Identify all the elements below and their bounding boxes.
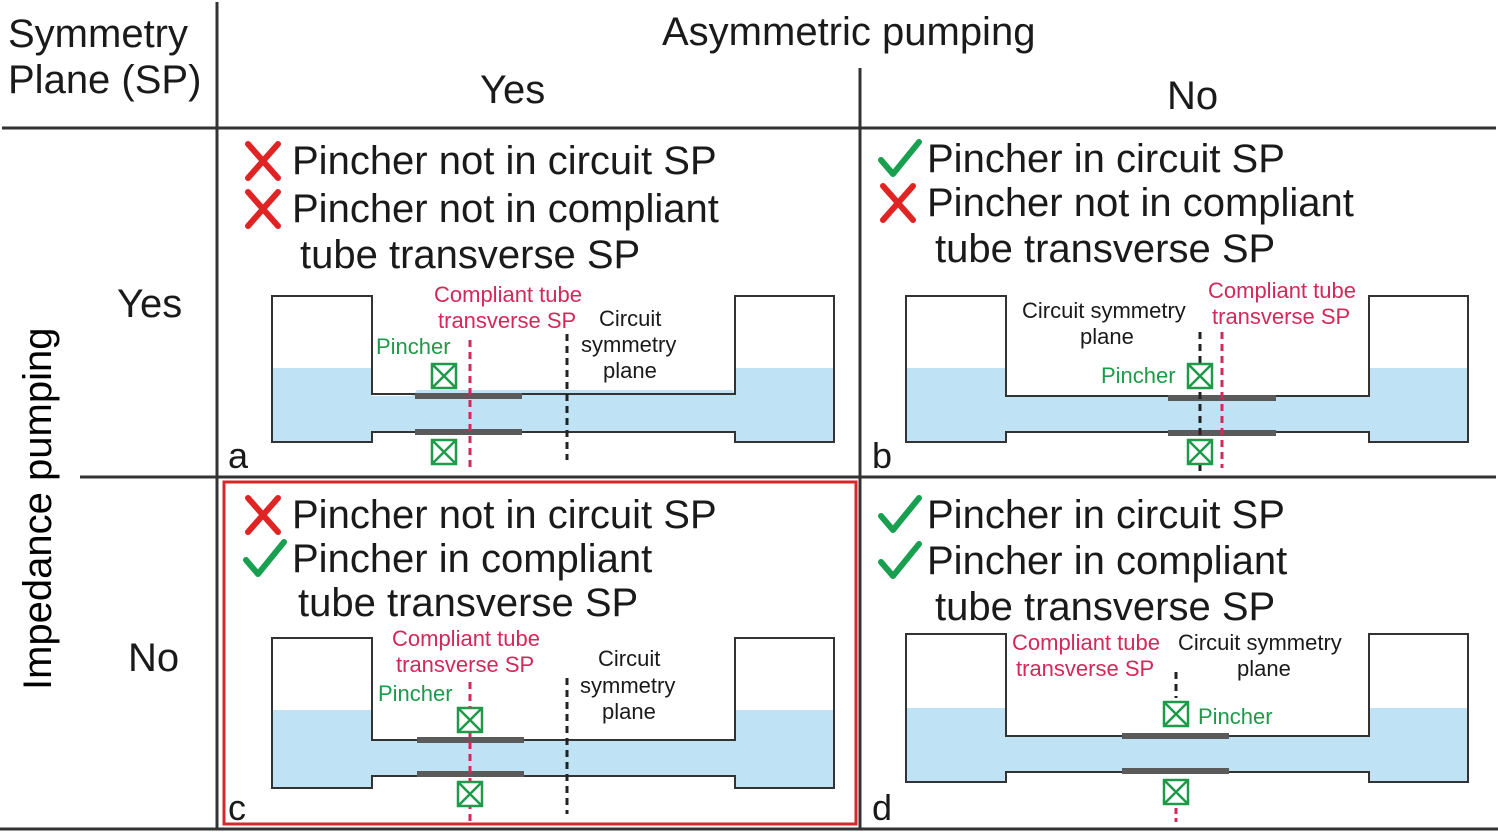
column-no-label: No bbox=[1167, 74, 1219, 118]
pincher-label: Pincher bbox=[1198, 704, 1273, 729]
circuit-label: symmetry bbox=[580, 673, 676, 698]
circuit-label: Circuit bbox=[598, 646, 661, 671]
check-icon bbox=[878, 541, 922, 579]
compliant-label: transverse SP bbox=[1016, 656, 1155, 681]
criterion-text-cont: tube transverse SP bbox=[298, 581, 639, 625]
panel-letter: a bbox=[228, 435, 249, 476]
pincher-icon bbox=[1186, 438, 1214, 466]
highlight-frame bbox=[222, 480, 858, 826]
check-icon bbox=[243, 539, 287, 577]
check-icon bbox=[878, 139, 922, 177]
compliant-label: Compliant tube bbox=[1012, 630, 1160, 655]
criterion-text: Pincher not in compliant bbox=[927, 181, 1354, 225]
criterion-row: Pincher not in circuit SP bbox=[240, 492, 717, 538]
corner-label-line1: Symmetry bbox=[8, 12, 188, 56]
pincher-icon bbox=[1186, 362, 1214, 390]
criterion-text: Pincher in compliant bbox=[927, 539, 1288, 583]
circuit-label: plane bbox=[1237, 656, 1291, 681]
pincher-icon bbox=[456, 780, 484, 808]
pincher-icon bbox=[430, 362, 458, 390]
pincher-label: Pincher bbox=[378, 681, 453, 706]
circuit-label: plane bbox=[603, 358, 657, 383]
criterion-text: Pincher not in circuit SP bbox=[292, 139, 717, 183]
criterion-row: Pincher not in compliant bbox=[875, 180, 1354, 226]
circuit-label: plane bbox=[602, 699, 656, 724]
compliant-label: transverse SP bbox=[1212, 304, 1351, 329]
panel-letter: b bbox=[872, 435, 893, 476]
circuit-label: symmetry bbox=[581, 332, 677, 357]
cross-icon bbox=[245, 495, 281, 535]
column-group-title: Asymmetric pumping bbox=[662, 10, 1036, 54]
circuit-diagram bbox=[905, 295, 1469, 472]
circuit-label: Circuit symmetry bbox=[1178, 630, 1342, 655]
criterion-row: Pincher not in compliant bbox=[240, 186, 719, 232]
circuit-diagram bbox=[271, 295, 835, 468]
compliant-label: Compliant tube bbox=[392, 626, 540, 651]
pincher-icon bbox=[456, 706, 484, 734]
panel-letter: c bbox=[228, 787, 246, 828]
criterion-text-cont: tube transverse SP bbox=[300, 233, 641, 277]
corner-label-line2: Plane (SP) bbox=[8, 58, 202, 102]
criterion-text-cont: tube transverse SP bbox=[935, 227, 1276, 271]
criterion-text: Pincher in circuit SP bbox=[927, 137, 1285, 181]
criterion-row: Pincher in circuit SP bbox=[875, 136, 1285, 182]
panel-letter: d bbox=[872, 787, 893, 828]
circuit-label: Circuit symmetry bbox=[1022, 298, 1186, 323]
criterion-row: Pincher not in circuit SP bbox=[240, 138, 717, 184]
criterion-row: Pincher in compliant bbox=[240, 536, 652, 582]
circuit-label: Circuit bbox=[599, 306, 662, 331]
cross-icon bbox=[245, 141, 281, 181]
pincher-label: Pincher bbox=[376, 334, 451, 359]
pincher-icon bbox=[1162, 700, 1190, 728]
criterion-text: Pincher in compliant bbox=[292, 537, 653, 581]
row-no-label: No bbox=[128, 636, 180, 680]
criterion-text: Pincher in circuit SP bbox=[927, 493, 1285, 537]
circuit-diagram bbox=[905, 633, 1469, 822]
circuit-diagram bbox=[271, 637, 835, 822]
row-yes-label: Yes bbox=[117, 282, 183, 326]
criterion-row: Pincher in circuit SP bbox=[875, 492, 1285, 538]
criterion-row: Pincher in compliant bbox=[875, 538, 1287, 584]
compliant-label: transverse SP bbox=[438, 308, 577, 333]
criterion-text-cont: tube transverse SP bbox=[935, 585, 1276, 629]
compliant-label: Compliant tube bbox=[1208, 278, 1356, 303]
criterion-text: Pincher not in circuit SP bbox=[292, 493, 717, 537]
column-yes-label: Yes bbox=[480, 68, 546, 112]
pincher-icon bbox=[1162, 778, 1190, 806]
circuit-label: plane bbox=[1080, 324, 1134, 349]
check-icon bbox=[878, 495, 922, 533]
compliant-label: transverse SP bbox=[396, 652, 535, 677]
compliant-label: Compliant tube bbox=[434, 282, 582, 307]
pincher-icon bbox=[430, 438, 458, 466]
cross-icon bbox=[880, 183, 916, 223]
pincher-label: Pincher bbox=[1101, 363, 1176, 388]
cross-icon bbox=[245, 189, 281, 229]
row-group-title: Impedance pumping bbox=[16, 327, 60, 690]
criterion-text: Pincher not in compliant bbox=[292, 187, 719, 231]
